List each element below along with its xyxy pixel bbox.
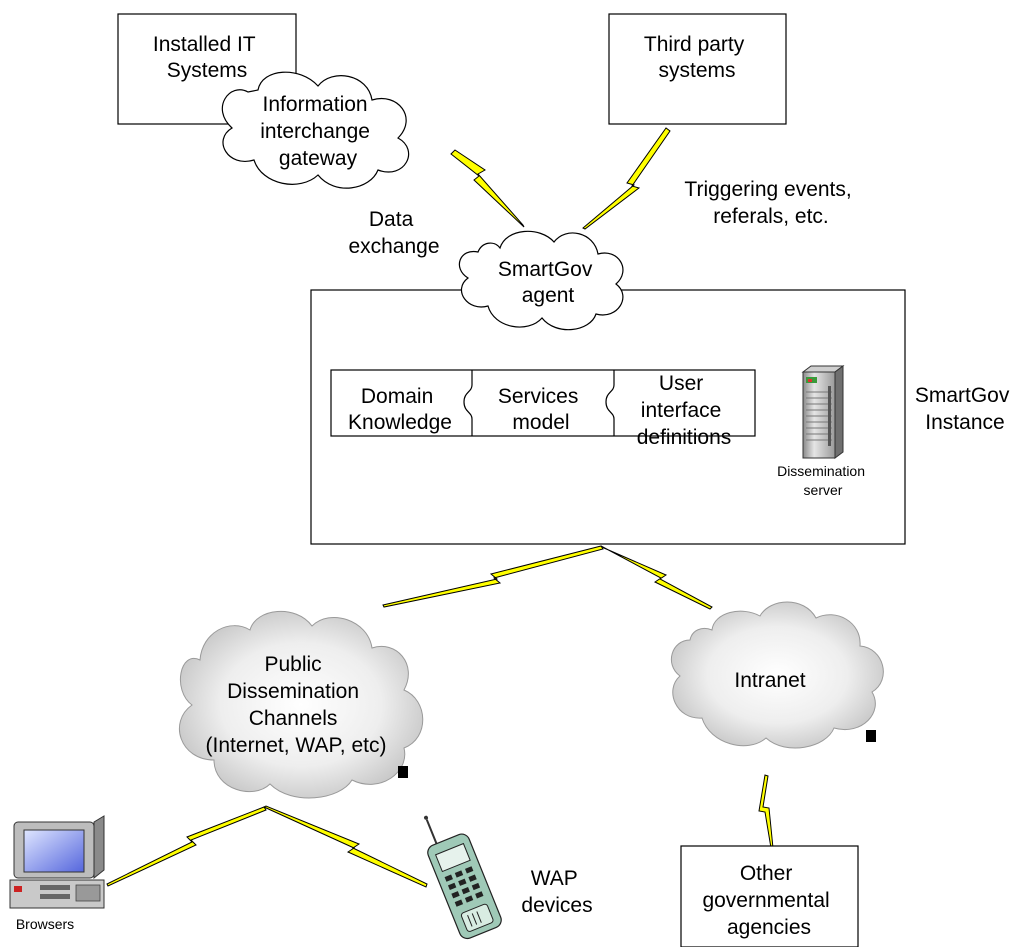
installed-it-label: Installed IT Systems (153, 33, 261, 82)
triggering-events-label: Triggering events, referals, etc. (684, 178, 857, 228)
server-icon (801, 365, 845, 459)
intranet-label: Intranet (734, 669, 805, 692)
public-channels-cloud (178, 611, 424, 799)
domain-knowledge-label: Domain Knowledge (348, 385, 452, 434)
link-gateway-agent (450, 149, 525, 228)
link-instance-intranet (600, 545, 713, 610)
smartgov-instance-label: SmartGov Instance (915, 384, 1015, 434)
gateway-cloud (221, 71, 410, 189)
puzzle-divider-right (605, 370, 615, 436)
lightning-links (106, 127, 774, 888)
link-intranet-agencies (758, 774, 774, 849)
gateway-cloud-label: Information interchange gateway (260, 93, 376, 170)
third-party-box (608, 13, 787, 125)
other-agencies-label: Other governmental agencies (702, 862, 835, 939)
third-party-label: Third party systems (644, 33, 750, 82)
data-exchange-label: Data exchange (348, 208, 439, 258)
link-instance-public (382, 545, 604, 608)
link-public-browsers (106, 806, 267, 887)
knowledge-puzzle (330, 369, 756, 437)
services-model-label: Services model (498, 385, 584, 434)
agent-cloud (458, 230, 624, 331)
desktop-computer-icon (9, 815, 105, 909)
dissemination-server-label: Dissemination server (777, 463, 869, 498)
link-public-wap (262, 805, 428, 888)
agent-cloud-label: SmartGov agent (498, 258, 598, 307)
public-channels-label: Public Dissemination Channels (Internet,… (206, 653, 387, 757)
puzzle-outline (330, 369, 756, 437)
intranet-cloud (670, 601, 884, 749)
mobile-phone-icon (424, 815, 502, 940)
puzzle-divider-left (463, 370, 473, 436)
other-agencies-box (680, 845, 859, 947)
browsers-label: Browsers (16, 916, 74, 932)
ui-definitions-label: User interface definitions (637, 372, 732, 449)
wap-devices-label: WAP devices (521, 867, 592, 917)
link-thirdparty-agent (582, 127, 671, 230)
